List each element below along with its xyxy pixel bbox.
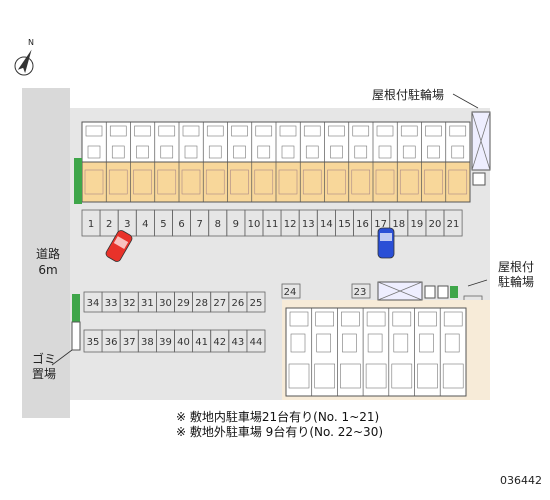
note-line-1: ※ 敷地内駐車場21台有り(No. 1~21) <box>176 410 380 424</box>
map-code: 036442 <box>500 474 542 487</box>
middle-row-slot-number: 33 <box>105 298 118 309</box>
road-label-width: 6m <box>38 263 58 277</box>
bottom-building <box>282 300 490 400</box>
bike-parking-right-label-line2: 駐輪場 <box>498 275 535 289</box>
top-row-slot-number: 6 <box>178 219 184 230</box>
top-row-slot-number: 1 <box>88 219 94 230</box>
top-row-slot-number: 14 <box>320 219 333 230</box>
bike-parking-right-label: 屋根付 駐輪場 <box>496 260 537 290</box>
car-red <box>105 230 133 262</box>
road <box>22 88 70 418</box>
top-row-slot-number: 20 <box>429 219 442 230</box>
bike-parking-top-label: 屋根付駐輪場 <box>370 88 447 103</box>
bike-parking-right <box>377 281 458 301</box>
top-row-slot-number: 3 <box>124 219 130 230</box>
middle-row-slot-number: 32 <box>123 298 136 309</box>
car-blue <box>377 227 395 259</box>
bottom-row-slot-number: 40 <box>177 337 190 348</box>
road-label: 道路 6m <box>28 246 68 278</box>
middle-row-slot-number: 25 <box>250 298 263 309</box>
trash-label-line1: ゴミ <box>31 352 56 366</box>
bottom-row-slot-number: 38 <box>141 337 154 348</box>
road-label-name: 道路 <box>35 247 60 261</box>
extra-slot-number: 23 <box>354 287 367 298</box>
bike-parking-right-label-line1: 屋根付 <box>498 260 535 274</box>
middle-row-slot-number: 27 <box>213 298 226 309</box>
trash-label-line2: 置場 <box>31 367 56 381</box>
extra-slot <box>351 283 371 299</box>
parking-row-middle: 34 33 32 31 30 29 28 27 26 25 <box>83 291 266 313</box>
top-row-slot-number: 18 <box>392 219 405 230</box>
top-row-slot-number: 13 <box>302 219 315 230</box>
middle-row-slot-number: 28 <box>195 298 208 309</box>
top-row-slot-number: 17 <box>374 219 387 230</box>
middle-row-slot-number: 34 <box>87 298 100 309</box>
middle-row-slot-number: 26 <box>231 298 244 309</box>
top-row-slot-number: 7 <box>196 219 202 230</box>
bottom-row-slot-number: 41 <box>195 337 208 348</box>
bottom-row-slot-number: 43 <box>231 337 244 348</box>
top-row-slot-number: 2 <box>106 219 112 230</box>
middle-row-slot-number: 30 <box>159 298 172 309</box>
bottom-row-slot-number: 44 <box>250 337 263 348</box>
top-row-slot-number: 11 <box>266 219 279 230</box>
parking-row-bottom: 35 36 37 38 39 40 41 42 43 44 <box>83 329 266 353</box>
top-row-slot-number: 5 <box>160 219 166 230</box>
top-row-slot-number: 10 <box>248 219 261 230</box>
top-row-slot-number: 12 <box>284 219 297 230</box>
bottom-row-slot-number: 42 <box>213 337 226 348</box>
compass-icon <box>14 49 34 76</box>
bottom-row-slot-number: 35 <box>87 337 100 348</box>
compass-north-label: N <box>28 38 34 47</box>
top-row-slot-number: 8 <box>215 219 221 230</box>
top-row-slot-number: 19 <box>410 219 423 230</box>
top-row-slot-number: 15 <box>338 219 351 230</box>
hedge <box>74 158 82 204</box>
top-building <box>81 121 471 203</box>
note-line-2: ※ 敷地外駐車場 9台有り(No. 22~30) <box>176 425 384 439</box>
extra-slot <box>281 283 301 299</box>
bottom-row-slot-number: 39 <box>159 337 172 348</box>
bottom-row-slot-number: 37 <box>123 337 136 348</box>
extra-slot-number: 24 <box>284 287 297 298</box>
trash-box <box>72 294 80 322</box>
top-row-slot-number: 9 <box>233 219 239 230</box>
middle-row-slot-number: 29 <box>177 298 190 309</box>
bottom-row-slot <box>246 329 266 353</box>
top-row-slot-number: 21 <box>447 219 460 230</box>
middle-row-slot <box>246 291 266 313</box>
top-row-slot-number: 4 <box>142 219 148 230</box>
trash-label: ゴミ 置場 <box>28 352 60 382</box>
top-row-slot <box>443 209 463 237</box>
top-row-slot-number: 16 <box>356 219 369 230</box>
bike-parking-top <box>471 111 491 186</box>
middle-row-slot-number: 31 <box>141 298 154 309</box>
bottom-row-slot-number: 36 <box>105 337 118 348</box>
